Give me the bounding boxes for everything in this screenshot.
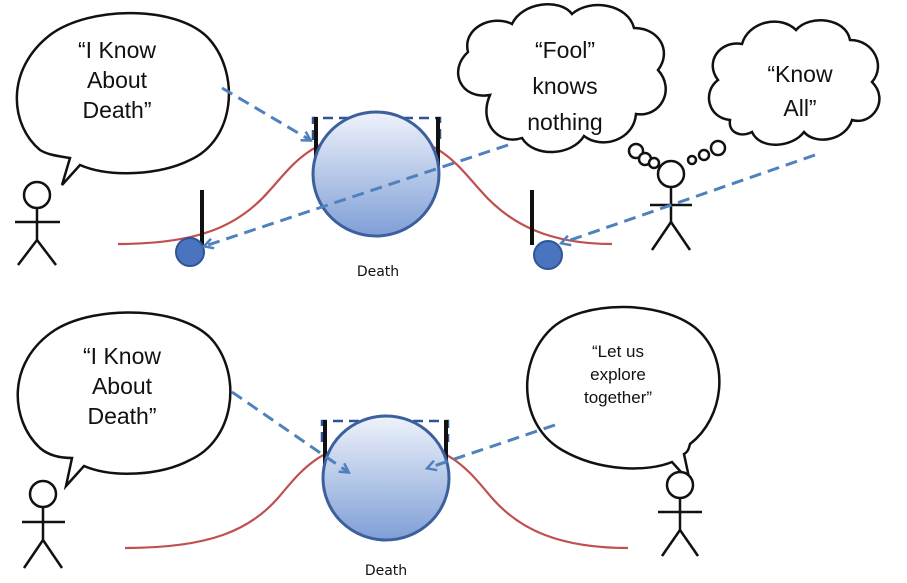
bottom-left-stick-figure: [22, 479, 65, 569]
top-death-ball: [311, 110, 441, 238]
top-left-quote-line1: “I Know: [78, 37, 156, 63]
bottom-left-quote-line3: Death”: [87, 403, 156, 429]
bottom-death-label: Death: [365, 563, 407, 579]
bottom-left-quote-line1: “I Know: [83, 343, 161, 369]
top-right-small-ball: [533, 240, 563, 270]
bottom-right-quote-line2: explore: [590, 365, 646, 384]
top-right-quote-line2: All”: [783, 95, 816, 121]
top-arrow-knowall-to-right-ball: [562, 153, 816, 243]
top-middle-quote-line2: knows: [532, 73, 597, 99]
bottom-right-stick-figure: [658, 470, 702, 557]
top-left-speech-bubble: [15, 11, 231, 186]
bottom-scene: Death “I Know About Death” “Let us explo…: [16, 305, 721, 579]
top-scene: Death “I Know About Death” “Fool” knows …: [15, 3, 881, 280]
bottom-right-quote-line1: “Let us: [592, 342, 644, 361]
top-right-thought-cloud: [707, 19, 881, 146]
bottom-death-ball: [321, 414, 451, 542]
top-left-stick-figure: [15, 180, 60, 266]
top-arrow-fool-to-left-ball: [205, 143, 509, 246]
top-middle-thought-cloud: [457, 3, 667, 154]
bottom-arrow-right-speaker-to-ball: [428, 423, 556, 468]
top-middle-thought-trail: [627, 142, 661, 170]
bottom-left-quote-line2: About: [92, 373, 153, 399]
top-arrow-speaker-to-ball: [221, 86, 310, 140]
top-right-quote-line1: “Know: [767, 61, 833, 87]
top-middle-quote-line1: “Fool”: [535, 37, 595, 63]
top-right-thought-trail: [686, 139, 727, 166]
bottom-left-speech-bubble: [16, 311, 232, 491]
top-left-small-ball: [175, 237, 205, 267]
bottom-right-quote-line3: together”: [584, 388, 652, 407]
top-middle-quote-line3: nothing: [527, 109, 602, 135]
top-left-quote-line3: Death”: [82, 97, 151, 123]
bottom-arrow-left-speaker-to-ball: [231, 390, 348, 472]
bottom-right-speech-bubble: [525, 305, 721, 487]
top-left-quote-line2: About: [87, 67, 148, 93]
top-death-label: Death: [357, 264, 399, 280]
